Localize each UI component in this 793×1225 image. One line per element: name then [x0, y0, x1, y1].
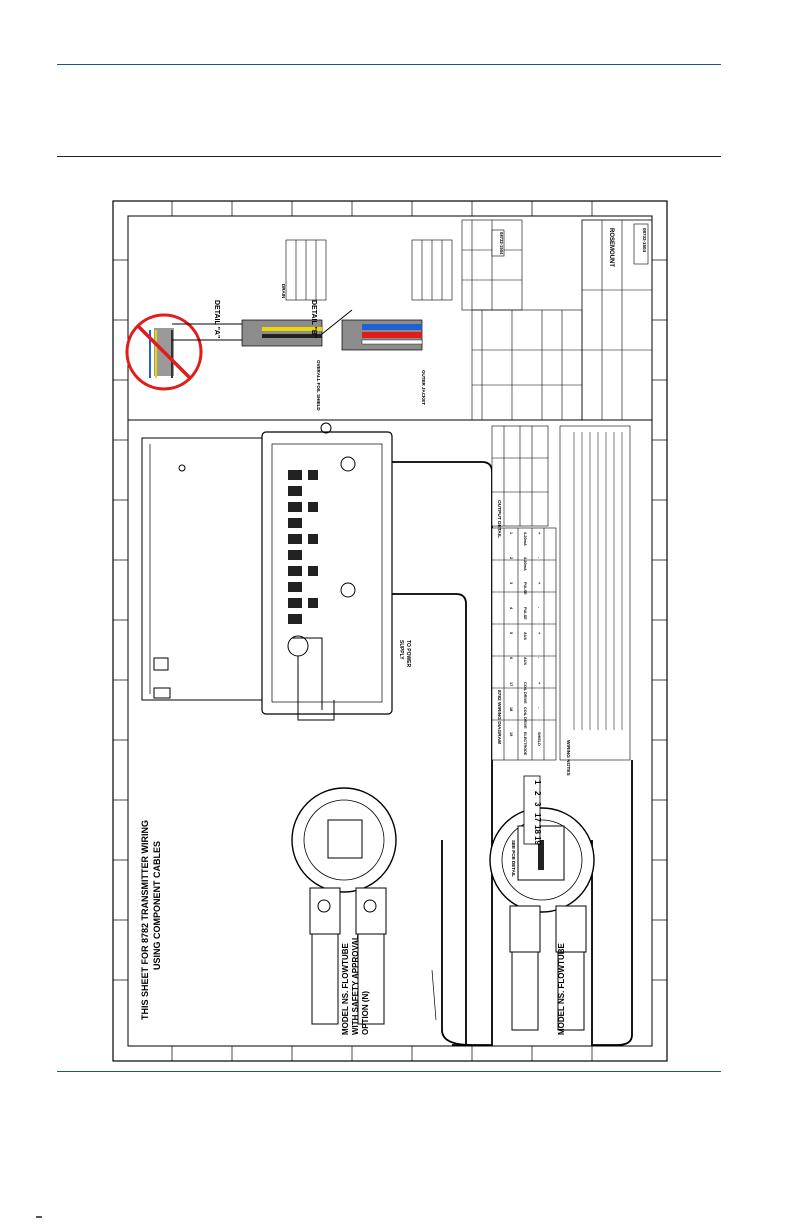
pcb-detail-ref: SEE PCB DETAIL — [511, 840, 516, 877]
wiring-table-cell: 1 — [509, 532, 513, 534]
terminal-housing — [261, 422, 393, 715]
wiring-table-cell: 5 — [509, 632, 513, 634]
wiring-table-cell: 6 — [509, 657, 513, 659]
wiring-table-cell: - — [537, 557, 541, 559]
brand-label: ROSEMOUNT — [608, 228, 614, 267]
terminal-number: 1 — [533, 780, 542, 785]
terminal-number-box — [523, 775, 541, 845]
power-supply-line2: SUPPLY — [398, 640, 404, 660]
terminal-blocks — [288, 470, 318, 624]
power-supply-line1: TO POWER — [405, 640, 411, 668]
leader-line — [431, 969, 437, 1021]
page-corner-mark — [36, 1216, 42, 1218]
detail-b-title: DETAIL "B" — [310, 300, 317, 338]
terminal-number: 2 — [533, 791, 542, 796]
drawing-inner-frame — [127, 215, 653, 1047]
drawing-title-line2: USING COMPONENT CABLES — [152, 841, 162, 970]
wiring-table-cell: + — [537, 582, 541, 585]
power-wires — [292, 637, 335, 721]
wiring-table-cell: PULSE — [523, 582, 527, 595]
wiring-table-cell: 4 — [509, 607, 513, 610]
prohibited-cable-icon — [125, 313, 203, 391]
component-tables — [285, 219, 583, 421]
wiring-table-cell: + — [537, 682, 541, 685]
wiring-table-cell: 3 — [509, 582, 513, 584]
drawing-frame — [112, 200, 668, 1062]
wiring-notes-title: WIRING NOTES — [565, 740, 571, 777]
wiring-diagram-table — [491, 527, 557, 761]
wiring-table-cell: 4-20mA — [523, 557, 527, 571]
wiring-diagram-title: 8782 WIRING DIAGRAM — [496, 690, 502, 744]
wiring-table-cell: AUX — [523, 657, 527, 665]
drain-label: DRAIN — [281, 284, 286, 298]
wiring-table-cell: 19 — [509, 732, 513, 736]
flowtube-safety-line3: OPTION (N) — [361, 991, 370, 1035]
wiring-table-cell: ELECTRODE — [523, 732, 527, 756]
section-rule — [57, 156, 721, 157]
wiring-table-cell: 4-20mA — [523, 532, 527, 546]
wiring-table-cell: AUX — [523, 632, 527, 640]
detail-a-cable — [172, 309, 353, 347]
wiring-table-cell: COIL DRIVE — [523, 682, 527, 704]
header-rule — [57, 64, 721, 65]
terminal-number: 17 — [533, 813, 542, 822]
wiring-table-cell: - — [537, 607, 541, 609]
wiring-table-cell: PULSE — [523, 607, 527, 620]
outer-jacket-label: OUTER JACKET — [421, 370, 426, 405]
output-detail-table — [491, 425, 549, 527]
drawing-number: 08732-1504 — [642, 228, 647, 253]
wiring-table-cell: 17 — [509, 682, 513, 686]
flowtube-safety-line2: WITH SAFETY APPROVAL — [351, 935, 360, 1035]
wiring-table-cell: COIL DRIVE — [523, 707, 527, 729]
wiring-drawing: DETAIL "A" DETAIL "B" DRAIN OVERALL FOIL… — [112, 200, 668, 1062]
wiring-table-cell: + — [537, 632, 541, 635]
drawing-number-top: 08732-1504 — [499, 232, 504, 255]
flowtube-safety — [291, 787, 397, 1025]
output-detail-title: OUTPUT DETAIL — [496, 500, 502, 538]
wiring-notes-lines — [573, 432, 623, 730]
wiring-table-cell: 18 — [509, 707, 513, 711]
flowtube-model-label: MODEL NS. FLOWTUBE — [557, 942, 566, 1035]
drawing-title-line1: THIS SHEET FOR 8782 TRANSMITTER WIRING — [140, 820, 150, 1020]
terminal-numbers: 1 2 3 17 18 19 — [533, 780, 542, 845]
terminal-number: 19 — [533, 836, 542, 845]
detail-a-title: DETAIL "A" — [213, 300, 220, 338]
wiring-table-cell: - — [537, 657, 541, 659]
flowtube-standard — [489, 807, 595, 1031]
fuse-icon — [287, 635, 309, 657]
flowtube-safety-line1: MODEL NS. FLOWTUBE — [341, 942, 350, 1035]
wiring-table-cell: + — [537, 532, 541, 535]
title-block — [581, 219, 653, 421]
wiring-notes-box — [559, 425, 631, 761]
wiring-table-cell: 2 — [509, 557, 513, 559]
wiring-table-cell: SHIELD — [537, 732, 541, 746]
terminal-number: 18 — [533, 825, 542, 834]
footer-rule — [57, 1071, 721, 1072]
terminal-number: 3 — [533, 802, 542, 807]
grid-ticks — [113, 201, 667, 1061]
overall-shield-label: OVERALL FOIL SHIELD — [316, 360, 321, 411]
drawing-number-box — [491, 229, 505, 257]
detail-b-cable — [341, 319, 423, 351]
transmitter-enclosure — [141, 437, 263, 701]
wiring-table-cell: - — [537, 707, 541, 709]
